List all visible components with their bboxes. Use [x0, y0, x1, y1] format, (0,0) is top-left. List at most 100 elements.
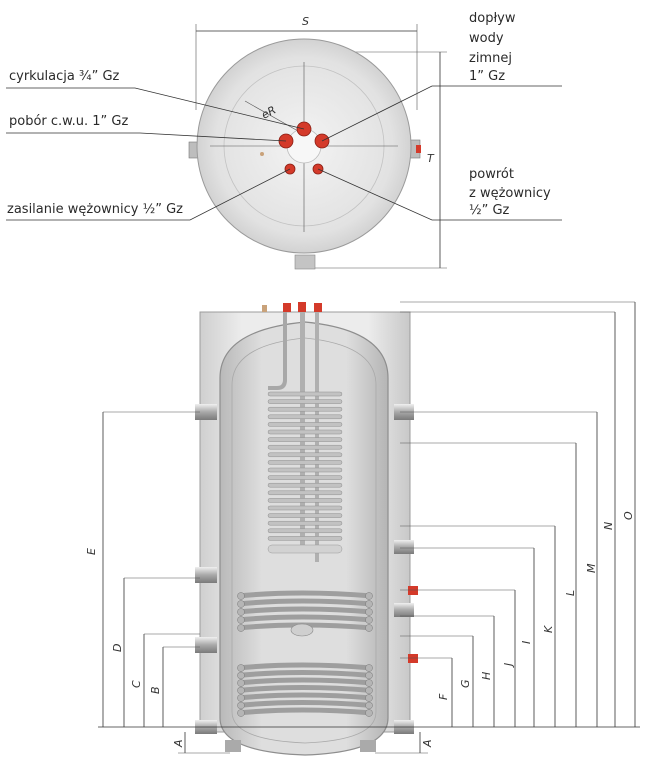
- lower-coil-end-left: [237, 694, 245, 702]
- label-powrot-3: ½” Gz: [469, 203, 510, 218]
- leader-pobor: [6, 132, 287, 142]
- lower-coil-turn: [237, 677, 373, 686]
- middle-coil-turn: [237, 598, 373, 607]
- lower-coil-end-right: [365, 694, 373, 702]
- upper-coil-turn: [267, 414, 343, 420]
- lower-coil-end-right: [365, 686, 373, 695]
- side-dimensions: [98, 301, 640, 754]
- lower-coil-end-left: [237, 671, 245, 680]
- upper-coil-turn: [267, 422, 343, 427]
- right-stub-middle: [394, 540, 414, 554]
- label-zasilanie: zasilanie wężownicy ½” Gz: [7, 202, 183, 217]
- leader-powrot: [317, 168, 562, 221]
- middle-coil-end-left: [237, 608, 245, 616]
- middle-coil-end-left: [237, 592, 245, 600]
- dim-label-b: B: [149, 686, 162, 694]
- bottom-stub: [294, 254, 316, 270]
- dim-label-o: O: [622, 511, 635, 520]
- top-view: S T eR cyrkulacja ¾”: [6, 11, 562, 270]
- lower-coil-end-left: [237, 679, 245, 687]
- middle-coil-turn: [237, 606, 373, 615]
- lower-coil-turn: [237, 670, 373, 678]
- label-powrot-1: powrót: [469, 167, 514, 182]
- left-stub-upper: [195, 404, 217, 420]
- upper-coil-turn: [267, 460, 343, 465]
- dim-label-h: H: [480, 672, 493, 680]
- dimension-s-label: S: [302, 15, 309, 28]
- label-doplyw-4: 1” Gz: [469, 69, 505, 84]
- lower-coil-end-left: [237, 664, 245, 672]
- dim-label-a-right: A: [421, 739, 434, 748]
- lower-coil-end-right: [365, 664, 373, 672]
- leader-doplyw: [321, 85, 562, 142]
- middle-coil-end-left: [237, 616, 245, 624]
- upper-coil-turn: [267, 513, 343, 518]
- lower-coil-end-left: [237, 701, 245, 710]
- label-doplyw-3: zimnej: [469, 51, 512, 66]
- hot-water-pipe: [268, 312, 287, 390]
- leader-zasilanie: [6, 168, 291, 221]
- right-side-red-stub: [416, 145, 421, 153]
- label-doplyw-1: dopływ: [469, 11, 516, 26]
- middle-coil-end-left: [237, 624, 245, 632]
- dim-label-f: F: [437, 693, 450, 700]
- left-stub-middle: [195, 567, 217, 583]
- middle-coil-turn: [237, 590, 373, 599]
- foot-right: [360, 740, 376, 752]
- upper-coil-turn: [267, 505, 343, 511]
- top-connector-2: [298, 302, 306, 312]
- upper-coil-turn: [267, 536, 343, 541]
- lower-coil-end-right: [365, 679, 373, 687]
- dim-label-d: D: [111, 644, 124, 652]
- dim-label-l: L: [564, 590, 577, 596]
- dimension-t-label: T: [427, 152, 435, 165]
- coil-upper-red-connector: [408, 586, 418, 595]
- top-connector-1: [283, 303, 291, 312]
- lower-coil-turn: [237, 700, 373, 708]
- middle-coil-end-right: [365, 592, 373, 600]
- upper-coil-turn: [267, 399, 343, 404]
- upper-coil-turn: [267, 528, 343, 534]
- lower-coil-turn: [237, 662, 373, 671]
- inner-tank-wall: [231, 337, 377, 744]
- middle-heating-coil: [237, 590, 373, 637]
- upper-coil-end: [267, 544, 343, 554]
- middle-coil-end-right: [365, 616, 373, 624]
- top-sensor: [262, 305, 267, 312]
- dim-label-n: N: [602, 522, 615, 530]
- right-stub-lower: [394, 603, 414, 617]
- radius-label: eR: [259, 103, 278, 121]
- lower-coil-end-left: [237, 709, 245, 717]
- upper-coil-turn: [267, 391, 343, 397]
- middle-coil-end-right: [365, 624, 373, 632]
- lower-heating-coil: [237, 662, 373, 717]
- lower-coil-turn: [237, 692, 373, 701]
- middle-coil-end-right: [365, 600, 373, 608]
- dim-label-j: J: [502, 663, 515, 668]
- lower-coil-turn: [237, 685, 373, 693]
- lower-coil-end-right: [365, 701, 373, 710]
- upper-coil-turn: [267, 490, 343, 496]
- dim-label-c: C: [130, 680, 143, 688]
- upper-coil-turn: [267, 444, 343, 450]
- upper-coil-turn: [267, 452, 343, 458]
- lower-coil-end-right: [365, 709, 373, 717]
- upper-coil-turn: [267, 475, 343, 480]
- upper-heating-coil: [267, 391, 343, 554]
- leader-cyrkulacja: [6, 87, 305, 130]
- middle-coil-turn: [237, 614, 373, 623]
- middle-coil-end-right: [365, 608, 373, 616]
- dim-label-i: I: [520, 641, 533, 644]
- label-cyrkulacja: cyrkulacja ¾” Gz: [9, 69, 120, 84]
- upper-coil-turn: [267, 429, 343, 435]
- upper-coil-turn: [267, 520, 343, 526]
- top-connector-3: [314, 303, 322, 312]
- dim-label-e: E: [85, 548, 98, 555]
- circulation-pipe: [315, 312, 319, 562]
- dim-label-m: M: [585, 563, 598, 573]
- upper-coil-turn: [267, 482, 343, 488]
- dim-label-k: K: [542, 625, 555, 633]
- label-powrot-2: z wężownicy: [469, 186, 551, 201]
- left-stub-lower: [195, 637, 217, 653]
